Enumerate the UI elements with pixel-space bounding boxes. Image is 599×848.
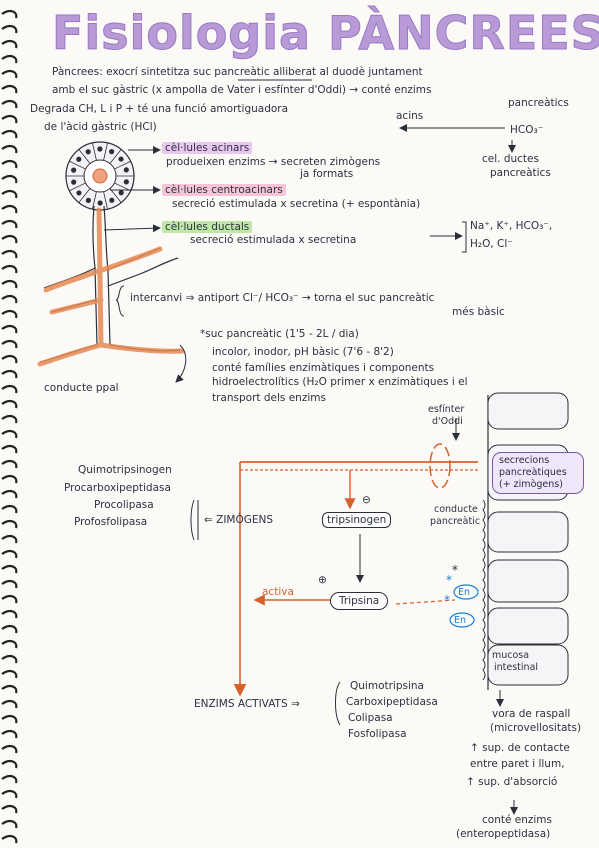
pancreatic-duct-label-1: conducte bbox=[434, 504, 478, 515]
zymogen-item: Procolipasa bbox=[94, 499, 154, 511]
pancreatic-duct-label-2: pancreàtic bbox=[430, 516, 481, 527]
secretions-bubble: secrecions pancreàtiques (+ zimògens) bbox=[492, 452, 584, 494]
enzyme-label: En bbox=[458, 587, 471, 598]
acinar-cells-label: cèl·lules acinars bbox=[162, 142, 253, 154]
active-enzymes-label: ENZIMS ACTIVATS ⇒ bbox=[194, 698, 300, 710]
brush-border-line-2: (microvellositats) bbox=[490, 722, 582, 734]
juice-line-5: transport dels enzims bbox=[212, 392, 326, 404]
acinus-drawing bbox=[65, 141, 135, 211]
spiral-binding bbox=[1, 9, 18, 844]
brush-border-line-1: vora de raspall bbox=[492, 708, 571, 720]
acinar-cells-desc-1: produeixen enzims → secreten zimògens bbox=[166, 156, 381, 168]
svg-text:*: * bbox=[444, 593, 450, 607]
mucosa-label-1: mucosa bbox=[492, 650, 530, 661]
intro-line-1: Pàncrees: exocrí sintetitza suc pancreàt… bbox=[52, 66, 423, 78]
brush-border-line-7: (enteropeptidasa) bbox=[456, 828, 551, 840]
inhibit-sign: ⊖ bbox=[362, 494, 371, 506]
juice-line-4: hidroelectrolítics (H₂O primer x enzimàt… bbox=[212, 376, 468, 388]
svg-text:*: * bbox=[446, 573, 452, 587]
page-title: Fisiologia PÀNCREES bbox=[52, 6, 599, 61]
active-enzyme-item: Carboxipeptidasa bbox=[346, 696, 438, 708]
exchange-line-2: més bàsic bbox=[452, 306, 505, 318]
oddi-label-2: d'Oddi bbox=[432, 416, 463, 427]
zymogen-item: Procarboxipeptidasa bbox=[64, 482, 171, 494]
juice-line-2: incolor, inodor, pH bàsic (7'6 - 8'2) bbox=[212, 346, 394, 358]
ductes-label-2: pancreàtics bbox=[490, 167, 551, 179]
exchange-line-1: intercanvi ⇒ antiport Cl⁻/ HCO₃⁻ → torna… bbox=[130, 292, 435, 304]
hco3-label: HCO₃⁻ bbox=[510, 124, 544, 136]
zymogens-label: ⇐ ZIMÒGENS bbox=[204, 514, 274, 526]
active-enzyme-item: Fosfolipasa bbox=[348, 728, 407, 740]
brush-border-line-6: conté enzims bbox=[482, 814, 553, 826]
brush-border-line-4: entre paret i llum, bbox=[470, 758, 565, 770]
trypsin-oval: Tripsina bbox=[330, 592, 389, 610]
brush-border-line-5: ↑ sup. d'absorció bbox=[466, 776, 558, 788]
oddi-label-1: esfínter bbox=[428, 404, 465, 415]
activate-sign: ⊕ bbox=[318, 574, 327, 586]
centroacinar-cells-desc: secreció estimulada x secretina (+ espon… bbox=[172, 198, 421, 210]
intro-line-2: amb el suc gàstric (x ampolla de Vater i… bbox=[52, 84, 432, 96]
active-enzyme-item: Quimotripsina bbox=[350, 680, 424, 692]
trypsinogen-box: tripsinogen bbox=[322, 512, 392, 528]
svg-text:*: * bbox=[452, 563, 458, 577]
centroacinar-cells-label: cèl·lules centroacinars bbox=[162, 184, 286, 196]
intestine-wall bbox=[482, 392, 569, 690]
intro-line-4: de l'àcid gàstric (HCl) bbox=[44, 121, 157, 133]
intro-acins: acins bbox=[396, 110, 424, 122]
ductal-cells-desc: secreció estimulada x secretina bbox=[190, 234, 357, 246]
ions-line-1: Na⁺, K⁺, HCO₃⁻, bbox=[470, 220, 553, 232]
juice-line-1: *suc pancreàtic (1'5 - 2L / dia) bbox=[200, 328, 359, 340]
intro-pancreatics: pancreàtics bbox=[508, 97, 569, 109]
ductes-label-1: cel. ductes bbox=[482, 153, 539, 165]
intro-line-3: Degrada CH, L i P + té una funció amorti… bbox=[30, 103, 289, 115]
juice-line-3: conté famílies enzimàtiques i components bbox=[212, 362, 435, 374]
zymogen-item: Profosfolipasa bbox=[74, 516, 148, 528]
acinar-cells-desc-2: ja formats bbox=[300, 168, 354, 180]
ions-line-2: H₂O, Cl⁻ bbox=[470, 238, 513, 250]
activates-label: activa bbox=[262, 586, 294, 598]
active-enzyme-item: Colipasa bbox=[348, 712, 393, 724]
enzyme-label: En bbox=[454, 615, 467, 626]
zymogen-item: Quimotripsinogen bbox=[78, 464, 172, 476]
ductal-cells-label: cèl·lules ductals bbox=[162, 221, 253, 233]
brush-border-line-3: ↑ sup. de contacte bbox=[470, 742, 570, 754]
mucosa-label-2: intestinal bbox=[494, 662, 539, 673]
main-duct-label: conducte ppal bbox=[44, 382, 119, 394]
